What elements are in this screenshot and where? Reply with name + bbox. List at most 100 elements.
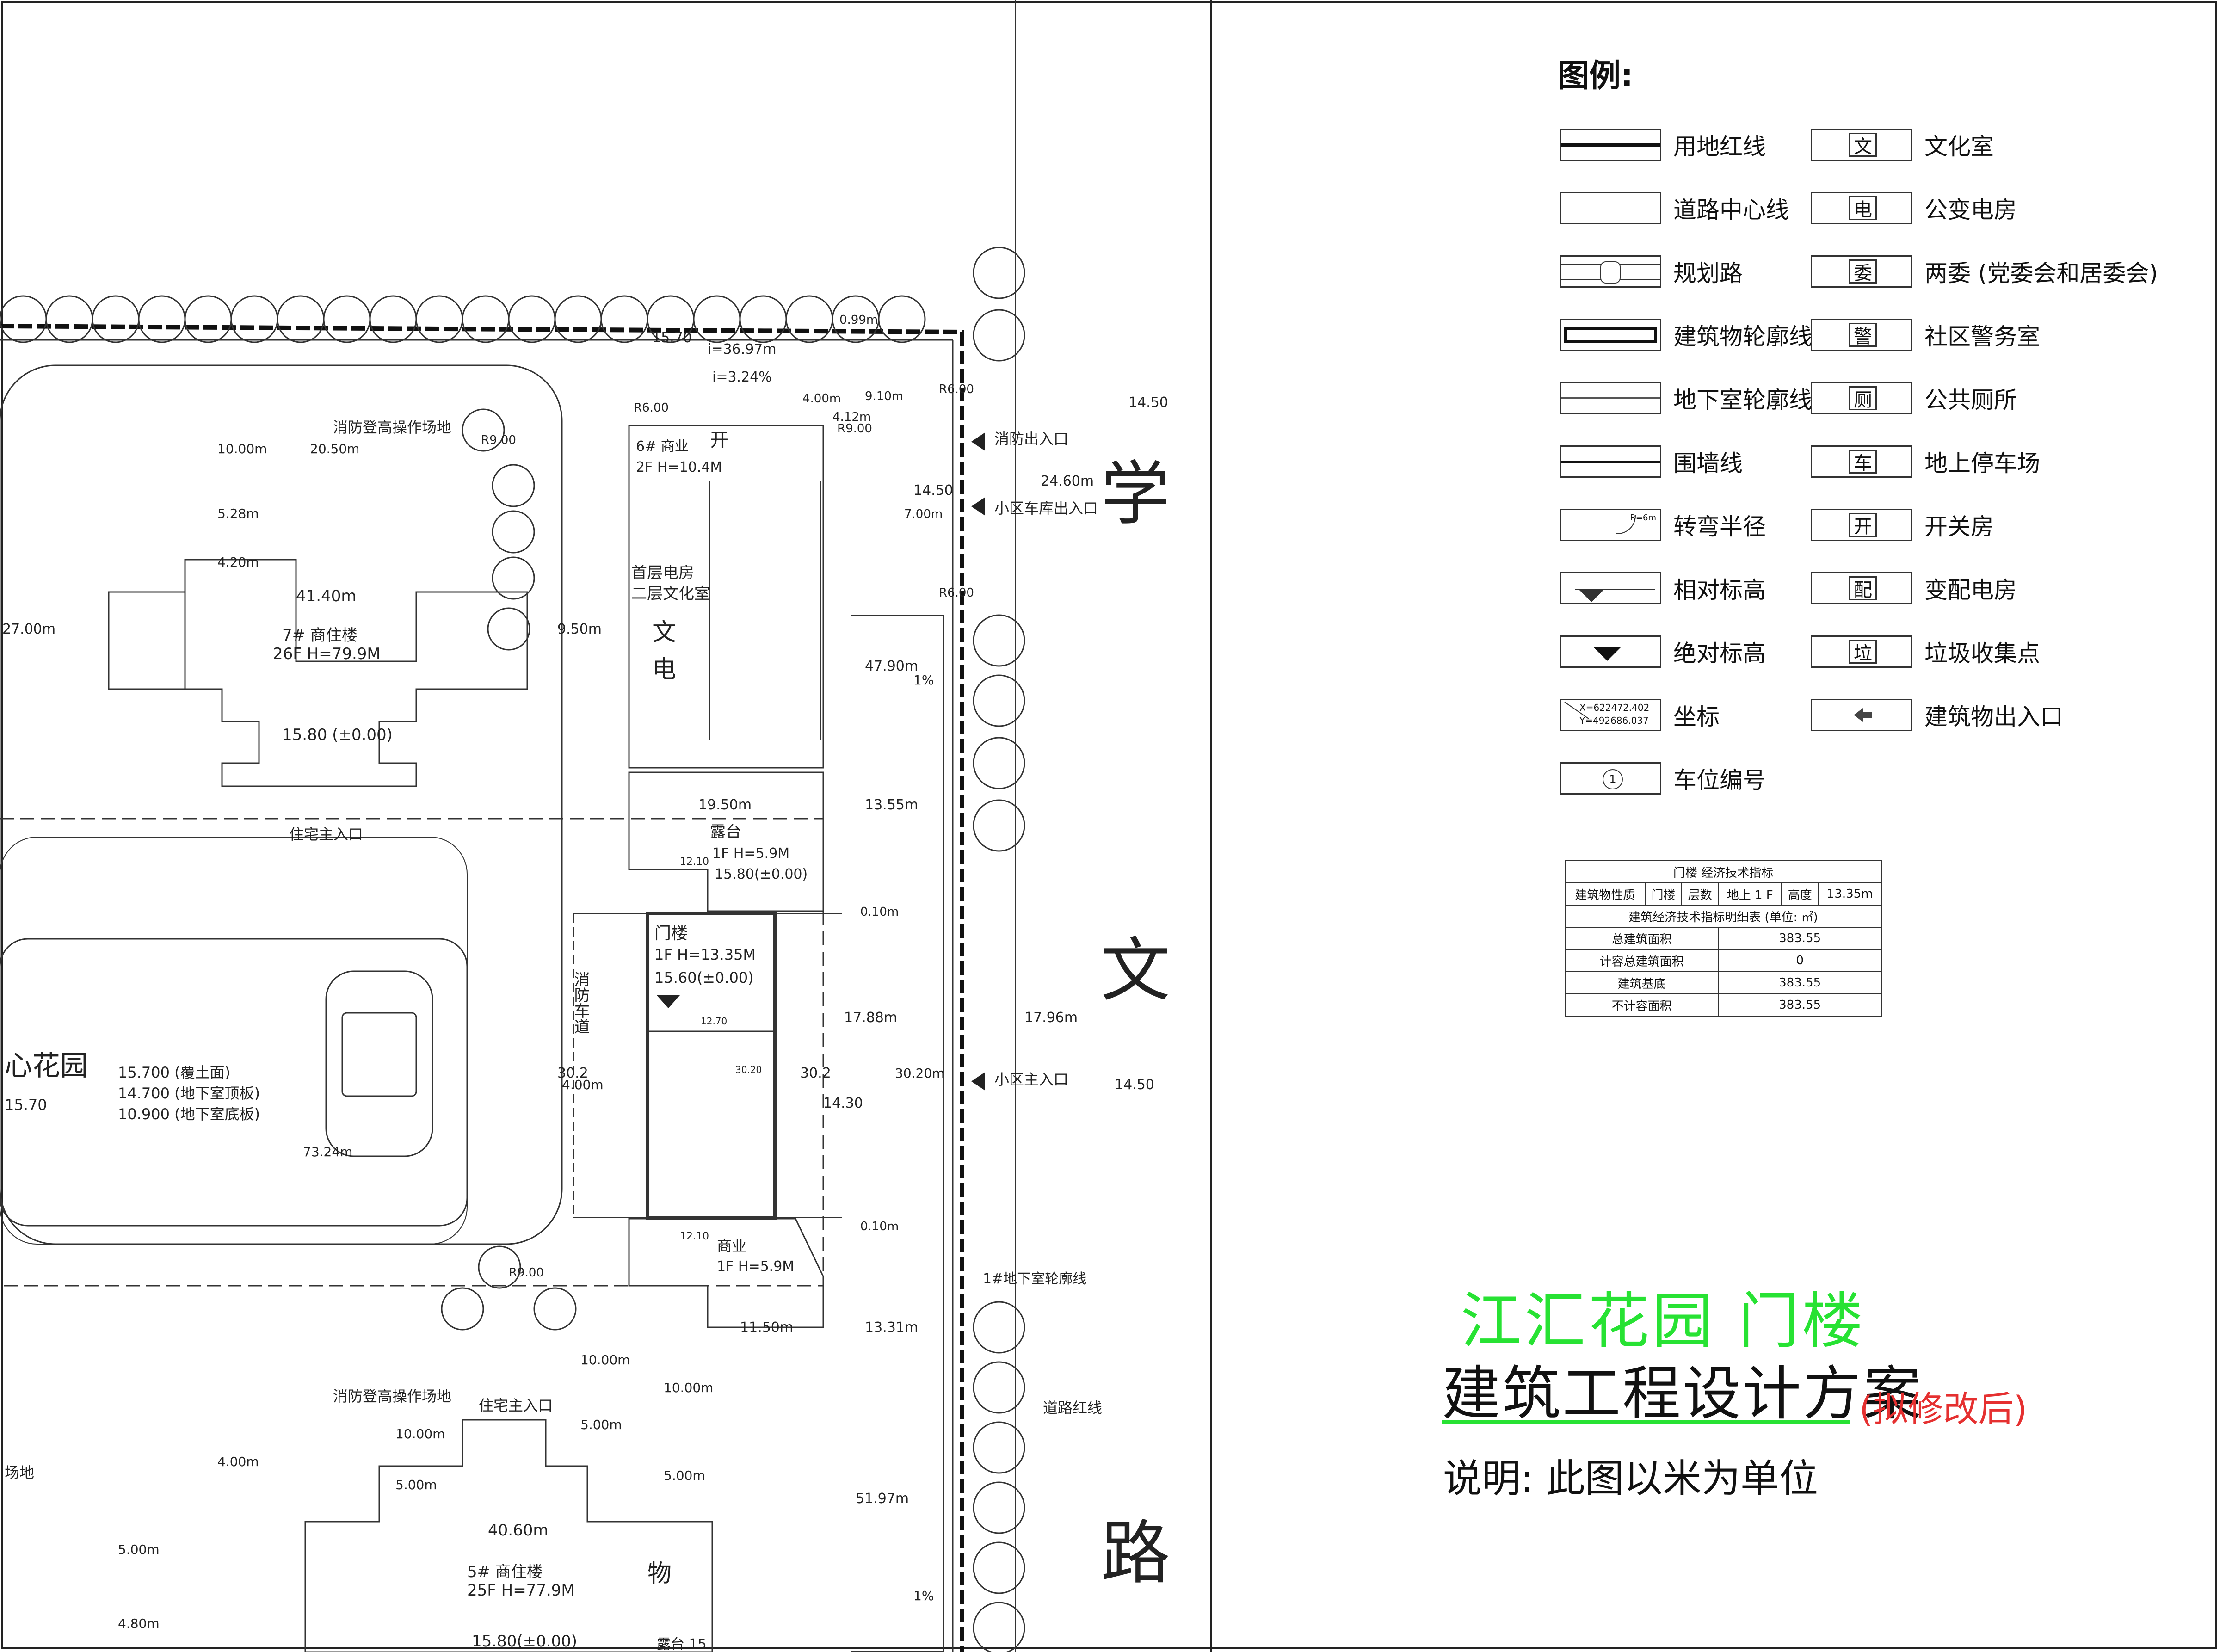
dim-d41: 4.80m <box>118 1616 160 1631</box>
slope-a: i=36.97m <box>708 341 777 358</box>
legend-label: 相对标高 <box>1673 577 1766 604</box>
dim-d18: 19.50m <box>698 797 752 813</box>
dim-d39: 5.00m <box>395 1477 437 1492</box>
dim-d33: 10.00m <box>580 1352 630 1368</box>
fire-exit-label: 消防出入口 <box>994 430 1068 448</box>
dim-d34: 10.00m <box>664 1380 713 1395</box>
dim-d47: 1% <box>913 1588 934 1603</box>
terrace-outline <box>628 771 824 912</box>
dim-d6: 27.00m <box>2 621 56 637</box>
gatehouse-elev: 15.60(±0.00) <box>654 969 754 986</box>
dim-d17: 1% <box>913 672 934 688</box>
main-entry-top: 住宅主入口 <box>289 826 363 843</box>
road-centerline-icon <box>1560 192 1661 224</box>
facility-symbol-icon: 垃 <box>1811 635 1912 668</box>
dim-d32: 13.31m <box>865 1319 918 1336</box>
legend-label: 用地红线 <box>1673 133 1766 160</box>
revision-status: (拟修改后) <box>1859 1388 2028 1430</box>
table-title: 门楼 经济技术指标 <box>1565 860 1882 883</box>
legend-label: 开关房 <box>1924 513 1994 540</box>
dim-d1: 10.00m <box>217 441 267 456</box>
dim-d38: 10.00m <box>395 1426 445 1442</box>
garage-exit-label: 小区车库出入口 <box>994 499 1098 517</box>
b6-floors: 2F H=10.4M <box>636 459 722 475</box>
b7-elev: 15.80 (±0.00) <box>282 726 393 744</box>
street-char-3: 路 <box>1101 1513 1170 1594</box>
dim-d27: 73.24m <box>303 1144 352 1159</box>
terrace-floors: 1F H=5.9M <box>712 845 789 862</box>
dim-d30: 0.10m <box>860 1220 899 1233</box>
b6-open-tag: 开 <box>710 430 728 451</box>
garden-name: 心花园 <box>5 1050 88 1082</box>
legend-item: 绝对标高 <box>1560 631 1766 672</box>
road-red-label: 道路红线 <box>1043 1399 1102 1417</box>
dim-d22: 17.96m <box>1024 1010 1078 1026</box>
legend-item: 道路中心线 <box>1560 187 1789 229</box>
legend-item: 地下室轮廓线 <box>1560 377 1812 419</box>
basement-outline <box>0 818 824 1287</box>
dim-d46: R6.00 <box>939 586 974 600</box>
site-red-line <box>0 324 964 1652</box>
absolute-elevation-icon <box>1560 635 1661 668</box>
inner-road <box>0 364 563 1245</box>
entrance-arrow-1 <box>971 432 985 451</box>
dim-d11: R9.00 <box>481 433 516 447</box>
legend-label: 地下室轮廓线 <box>1673 387 1812 413</box>
dim-d14: 7.00m <box>904 507 943 521</box>
street-char-2: 文 <box>1101 931 1170 1011</box>
legend-label: 转弯半径 <box>1673 513 1766 540</box>
project-title: 江汇花园 门楼 <box>1461 1286 1866 1357</box>
slope-b: i=3.24% <box>712 369 772 385</box>
gatehouse-floors: 1F H=13.35M <box>654 946 756 963</box>
legend-label: 车位编号 <box>1673 767 1766 794</box>
legend-label: 公变电房 <box>1924 197 2017 223</box>
dim-d3: 4.20m <box>217 555 259 570</box>
dim-d2: 20.50m <box>310 441 359 456</box>
dim-d28: 14.30 <box>823 1095 863 1111</box>
street-char-1: 学 <box>1101 454 1170 535</box>
dim-d10: 9.10m <box>865 389 903 403</box>
table-row: 建筑物性质 门楼 层数 地上 1 F 高度 13.35m <box>1565 882 1882 906</box>
dim-d31: 11.50m <box>740 1319 793 1336</box>
gatehouse-name: 门楼 <box>654 924 688 943</box>
facility-symbol-icon: 文 <box>1811 129 1912 161</box>
b6-note1: 首层电房 <box>631 564 694 582</box>
legend-label: 坐标 <box>1673 703 1720 730</box>
b5-name: 5# 商住楼 <box>467 1563 543 1581</box>
shop-w: 12.10 <box>680 1231 709 1242</box>
table-subtitle: 建筑经济技术指标明细表 (单位: ㎡) <box>1565 905 1882 928</box>
shop-outline <box>628 1218 824 1328</box>
fire-ops-top: 消防登高操作场地 <box>333 419 451 436</box>
elevation-triangle <box>657 995 680 1008</box>
dim-d48: 露台 15 <box>657 1636 707 1652</box>
dim-d36: 5.00m <box>664 1468 705 1483</box>
b5-elev: 15.80(±0.00) <box>472 1632 577 1651</box>
fire-lane-label: 消防车道 <box>571 971 590 1034</box>
dim-d42: 5.00m <box>118 1542 160 1557</box>
building-entrance-icon <box>1811 699 1912 731</box>
legend-label: 社区警务室 <box>1924 323 2040 350</box>
b5-tag: 物 <box>648 1560 672 1588</box>
legend-label: 道路中心线 <box>1673 197 1789 223</box>
street-trees <box>973 247 1025 1652</box>
dim-d13: 24.60m <box>1041 473 1094 489</box>
legend-item: 委两委 (党委会和居委会) <box>1811 251 2158 292</box>
terrace-elev: 15.80(±0.00) <box>715 866 808 882</box>
dim-d21: 17.88m <box>844 1010 897 1026</box>
parking-number-icon: 1 <box>1560 762 1661 795</box>
basement-line-label: 1#地下室轮廓线 <box>983 1271 1086 1287</box>
dim-d8: 4.00m <box>802 392 841 406</box>
dim-d20: 0.10m <box>860 905 899 919</box>
drawing-title: 建筑工程设计方案 <box>1442 1360 1923 1428</box>
facility-symbol-icon: 开 <box>1811 509 1912 541</box>
dim-d35: 5.00m <box>580 1417 622 1432</box>
legend-label: 建筑物出入口 <box>1924 703 2063 730</box>
b6-tag-wen: 文 <box>652 619 676 647</box>
main-entry-bottom: 住宅主入口 <box>479 1397 553 1414</box>
garden-l2: 14.700 (地下室顶板) <box>118 1085 260 1102</box>
dim-d29: 14.50 <box>1115 1077 1154 1093</box>
tree-row-top <box>0 295 926 343</box>
